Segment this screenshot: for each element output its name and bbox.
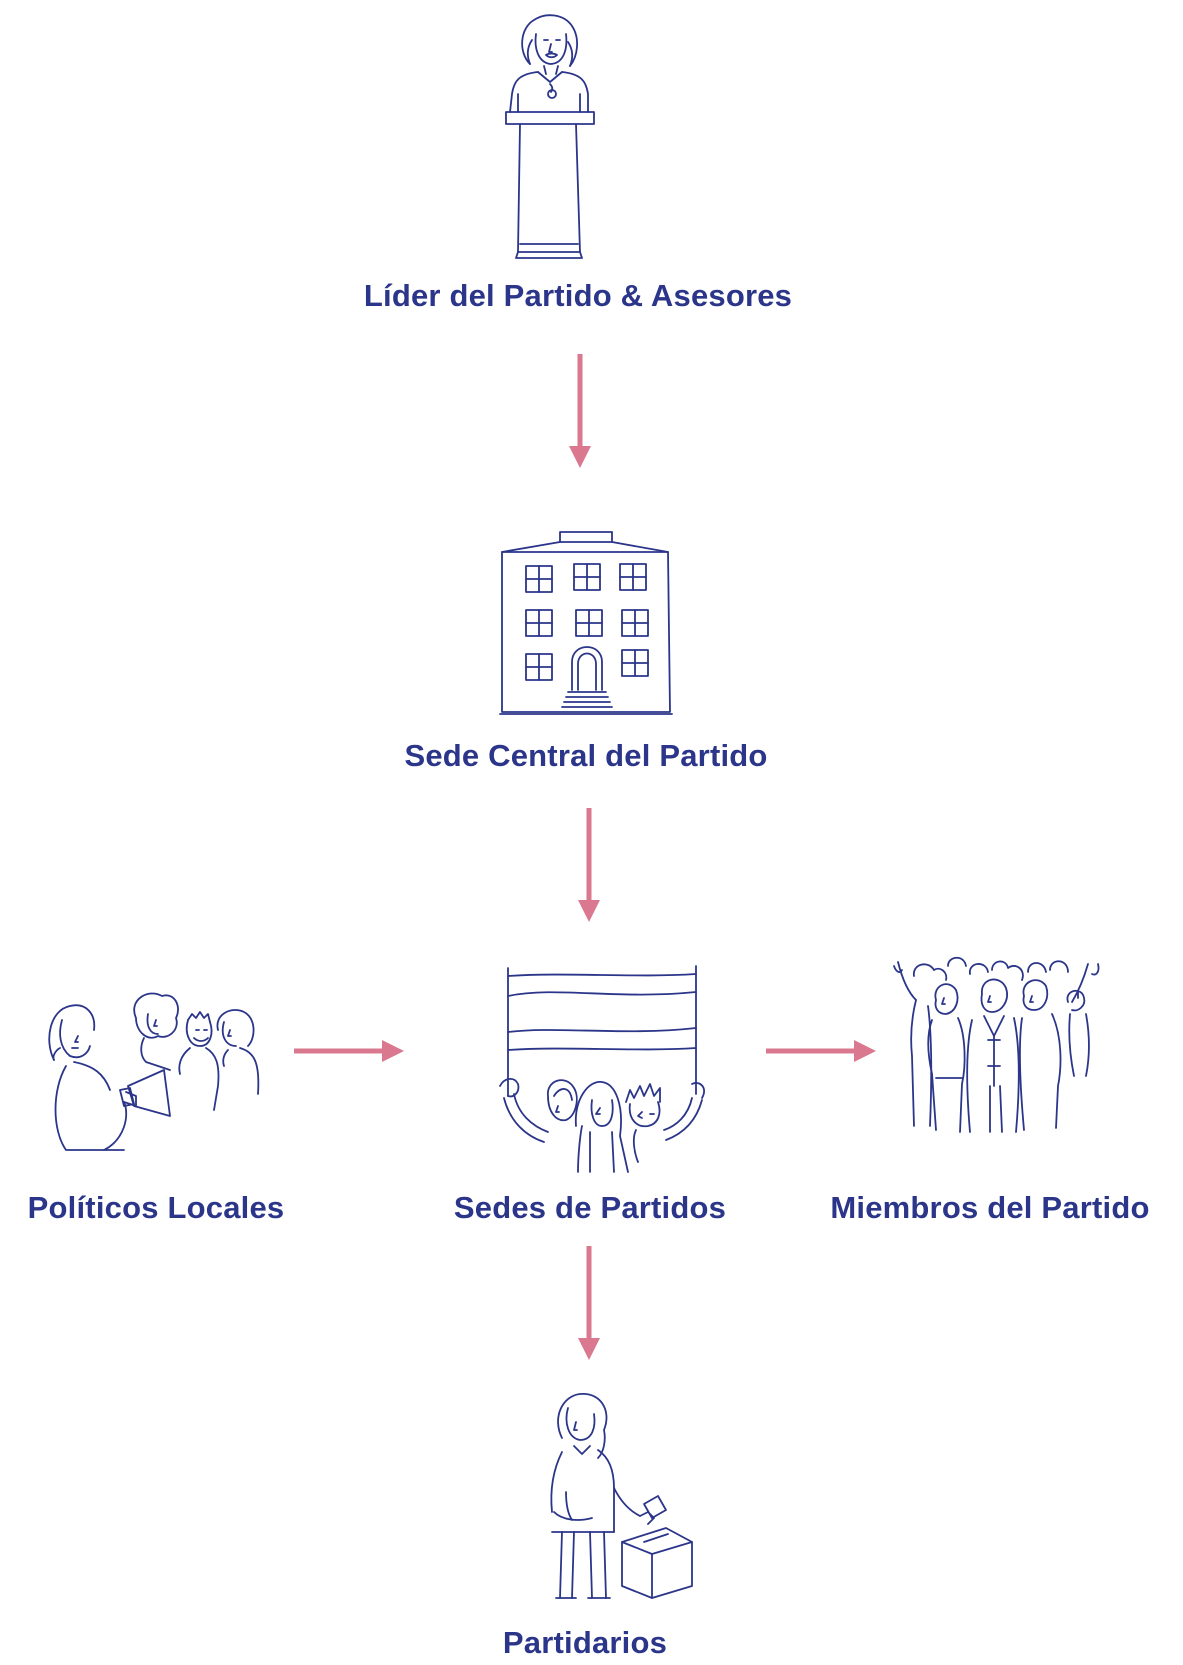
- node-label-leader: Líder del Partido & Asesores: [363, 278, 793, 313]
- node-label-party-members: Miembros del Partido: [830, 1190, 1150, 1225]
- arrow-party-offices-to-party-members: [766, 1040, 876, 1062]
- arrow-party-offices-to-supporters: [578, 1246, 600, 1360]
- node-label-supporters: Partidarios: [502, 1625, 668, 1660]
- voter-ballot-box-icon: [550, 1393, 693, 1599]
- arrow-headquarters-to-party-offices: [578, 808, 600, 922]
- node-label-headquarters: Sede Central del Partido: [404, 738, 768, 773]
- arrow-leader-to-headquarters: [569, 354, 591, 468]
- speaker-at-podium-icon: [505, 14, 595, 259]
- cheering-crowd-icon: [893, 956, 1100, 1133]
- office-building-icon: [499, 531, 673, 715]
- node-label-party-offices: Sedes de Partidos: [453, 1190, 727, 1225]
- megaphone-crowd-icon: [48, 992, 260, 1151]
- arrow-local-politicians-to-party-offices: [294, 1040, 404, 1062]
- node-label-local-politicians: Políticos Locales: [27, 1190, 285, 1225]
- banner-crowd-icon: [499, 965, 705, 1173]
